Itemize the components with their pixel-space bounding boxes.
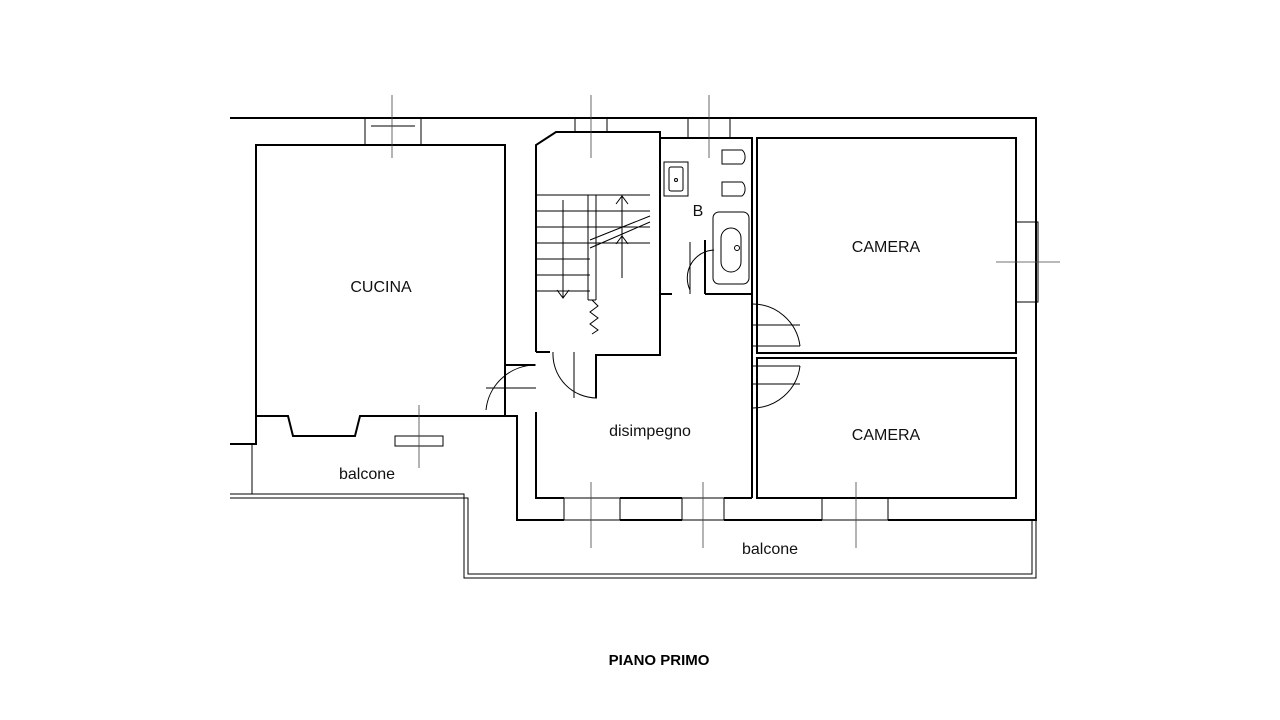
bathroom [660, 137, 753, 295]
doors [485, 303, 801, 411]
room-label-disimpegno: disimpegno [609, 423, 691, 440]
room-label-balcone-1: balcone [339, 466, 395, 483]
bedroom-walls [535, 118, 1037, 499]
room-label-balcone-2: balcone [742, 541, 798, 558]
floor-title: PIANO PRIMO [609, 652, 710, 669]
room-label-camera-1: CAMERA [852, 239, 921, 256]
windows [364, 95, 1060, 548]
room-label-camera-2: CAMERA [852, 427, 921, 444]
room-label-cucina: CUCINA [350, 279, 412, 296]
balconies [230, 444, 1037, 579]
stairwell [535, 131, 661, 398]
room-label-bagno: B [693, 203, 704, 220]
outer-walls [230, 117, 1037, 521]
